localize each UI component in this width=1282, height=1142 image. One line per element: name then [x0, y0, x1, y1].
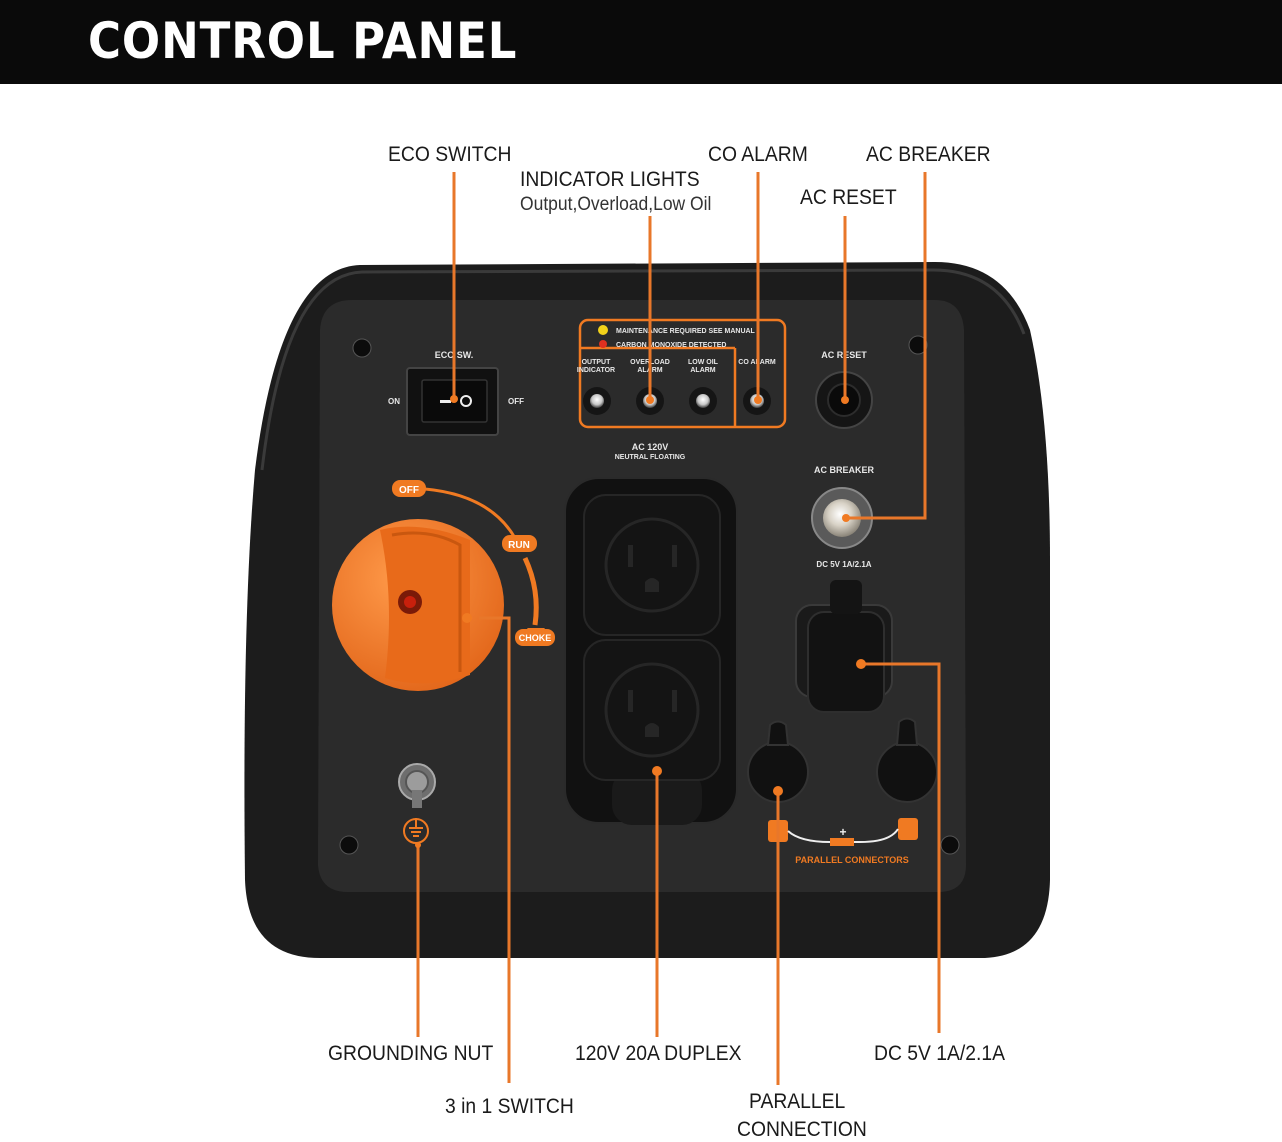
indicator-led-icon — [583, 387, 771, 415]
panel-carbon-label: CARBON MONOXIDE DETECTED — [616, 342, 726, 349]
panel-ac-breaker-label: AC BREAKER — [814, 465, 875, 475]
panel-off-label: OFF — [508, 397, 524, 406]
carbon-light-icon — [599, 340, 607, 348]
callout-indicator-lights-sub: Output,Overload,Low Oil — [520, 194, 712, 215]
leader-lines — [416, 172, 941, 1085]
panel-parallel-connectors-label: PARALLEL CONNECTORS — [795, 855, 909, 865]
panel-output-label-1: OUTPUT — [582, 359, 612, 366]
panel-neutral-label: NEUTRAL FLOATING — [615, 454, 686, 461]
knob-choke-label: CHOKE — [519, 633, 552, 643]
leader-dots — [415, 395, 866, 848]
knob-off-label: OFF — [399, 485, 419, 496]
knob-run-label: RUN — [508, 540, 530, 551]
maintenance-light-icon — [598, 325, 608, 335]
screw-icon — [339, 335, 960, 855]
switch-on-icon — [440, 400, 451, 403]
callout-duplex: 120V 20A DUPLEX — [575, 1042, 742, 1065]
outlet-icon — [604, 517, 700, 613]
callout-parallel-line-2: CONNECTION — [737, 1118, 867, 1141]
svg-text:+: + — [839, 825, 846, 839]
usb-cover-icon — [807, 611, 885, 713]
indicator-border — [578, 318, 787, 429]
panel-dc-label: DC 5V 1A/2.1A — [816, 560, 871, 569]
outlet-icon — [604, 662, 700, 758]
three-in-one-knob — [332, 519, 504, 691]
knob-off-badge — [392, 480, 426, 497]
callout-co-alarm: CO ALARM — [708, 143, 808, 166]
panel-on-label: ON — [388, 397, 400, 406]
header-bar: CONTROL PANEL — [0, 0, 1282, 84]
panel-output-label-2: INDICATOR — [577, 367, 615, 374]
page-title: CONTROL PANEL — [88, 12, 518, 70]
callout-indicator-lights: INDICATOR LIGHTS — [520, 168, 700, 191]
knob-choke-badge — [515, 629, 555, 646]
grounding-nut — [398, 763, 436, 808]
duplex-outlet — [564, 477, 738, 825]
callout-grounding-nut: GROUNDING NUT — [328, 1042, 494, 1065]
callout-ac-reset: AC RESET — [800, 186, 897, 209]
callout-ac-breaker: AC BREAKER — [866, 143, 991, 166]
callout-dc: DC 5V 1A/2.1A — [874, 1042, 1006, 1065]
panel-maintenance-label: MAINTENANCE REQUIRED SEE MANUAL — [616, 328, 756, 335]
panel-ac-120v-label: AC 120V — [632, 442, 669, 452]
callout-three-in-one-switch: 3 in 1 SWITCH — [445, 1095, 574, 1118]
panel-low-oil-label-1: LOW OIL — [688, 359, 719, 366]
knob-run-badge — [502, 535, 537, 552]
switch-off-icon — [460, 395, 472, 407]
callout-eco-switch: ECO SWITCH — [388, 143, 512, 166]
panel-low-oil-label-2: ALARM — [690, 367, 715, 374]
callout-parallel-line-1: PARALLEL — [749, 1090, 846, 1113]
